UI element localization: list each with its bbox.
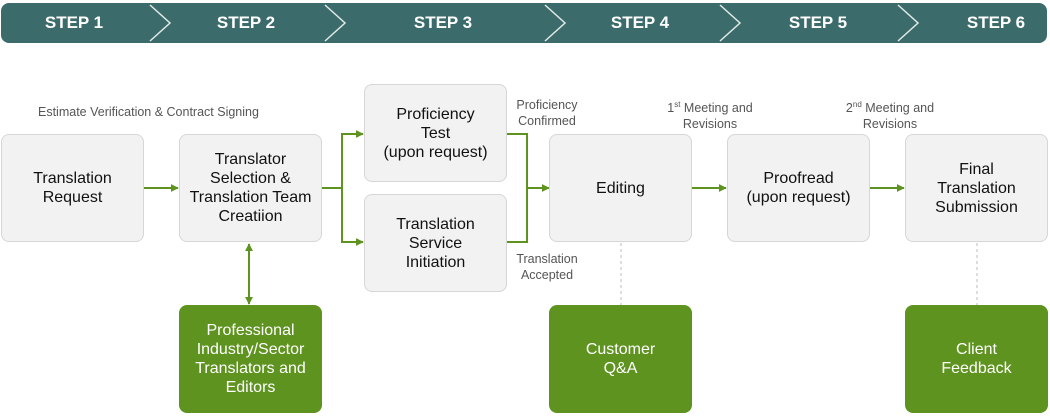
final-submission-box: Final Translation Submission xyxy=(905,134,1048,242)
meeting-2-note: 2nd Meeting and Revisions xyxy=(828,97,952,132)
step-separator xyxy=(719,4,742,42)
service-initiation-label: Translation Service Initiation xyxy=(396,215,475,271)
translation-request-label: Translation Request xyxy=(33,170,112,206)
professional-translators-box: Professional Industry/Sector Translators… xyxy=(179,305,322,413)
step-bar xyxy=(1,3,1047,43)
meeting-1-note: 1st Meeting and Revisions xyxy=(648,97,772,132)
translation-accepted-note: Translation Accepted xyxy=(516,252,578,282)
meeting-2-suffix: nd xyxy=(852,100,862,109)
step-6-label: STEP 6 xyxy=(966,13,1026,32)
proficiency-test-box: Proficiency Test (upon request) xyxy=(364,84,507,182)
merge-bracket xyxy=(507,133,528,243)
step-separator xyxy=(324,4,347,42)
arrow-selection-to-initiation xyxy=(341,188,364,246)
step-separator xyxy=(544,4,567,42)
meeting-2-text: Meeting and xyxy=(861,101,935,116)
customer-qa-label: Customer Q&A xyxy=(585,341,656,377)
editing-label: Editing xyxy=(596,179,645,197)
client-feedback-box: Client Feedback xyxy=(905,305,1048,413)
proofread-box: Proofread (upon request) xyxy=(727,134,870,242)
meeting-1-number: 1 xyxy=(667,101,675,116)
step-bar-background xyxy=(1,3,1047,43)
professional-translators-label: Professional Industry/Sector Translators… xyxy=(195,322,306,396)
proofread-label: Proofread (upon request) xyxy=(746,170,851,206)
meeting-1-text: Meeting and xyxy=(680,101,753,116)
step-5-label: STEP 5 xyxy=(788,13,848,32)
service-initiation-box: Translation Service Initiation xyxy=(364,194,507,292)
final-submission-label: Final Translation Submission xyxy=(935,160,1018,216)
meeting-2-revisions: Revisions xyxy=(862,117,918,132)
client-feedback-label: Client Feedback xyxy=(941,341,1012,377)
meeting-1-revisions: Revisions xyxy=(682,117,738,132)
step-separator xyxy=(897,4,920,42)
step-separator xyxy=(149,4,172,42)
estimate-note: Estimate Verification & Contract Signing xyxy=(38,105,259,119)
translator-selection-label: Translator Selection & Translation Team … xyxy=(189,151,312,225)
step-2-label: STEP 2 xyxy=(216,13,276,32)
step-3-label: STEP 3 xyxy=(413,13,473,32)
proficiency-test-label: Proficiency Test (upon request) xyxy=(383,105,488,161)
translation-request-box: Translation Request xyxy=(1,134,144,242)
customer-qa-box: Customer Q&A xyxy=(549,305,692,413)
proficiency-confirmed-note: Proficiency Confirmed xyxy=(516,98,578,128)
editing-box: Editing xyxy=(549,134,692,242)
step-4-label: STEP 4 xyxy=(610,13,670,32)
meeting-1-suffix: st xyxy=(674,100,681,109)
meeting-2-number: 2 xyxy=(845,101,853,116)
translator-selection-box: Translator Selection & Translation Team … xyxy=(179,134,322,242)
step-1-label: STEP 1 xyxy=(44,13,104,32)
arrow-selection-to-proficiency xyxy=(322,130,364,189)
